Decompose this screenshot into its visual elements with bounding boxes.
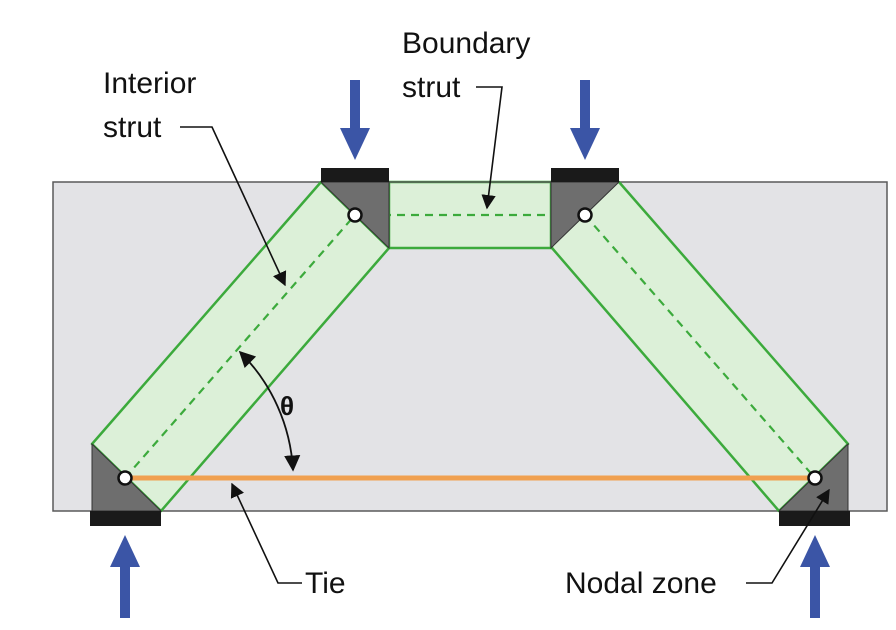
reaction-arrow-left-icon	[110, 535, 140, 618]
tie-leader	[230, 482, 302, 584]
bearing-plate-bottom-left	[90, 511, 161, 526]
nodal-zone-label: Nodal zone	[565, 567, 717, 600]
interior-strut-left-centerline	[124, 214, 356, 479]
node-top-left-icon	[347, 207, 363, 223]
bearing-plate-top-left	[321, 168, 389, 182]
node-bottom-right-icon	[807, 470, 823, 486]
bearing-plate-bottom-right	[779, 511, 850, 526]
bearing-plate-top-right	[551, 168, 619, 182]
interior-strut-label-line1: Interior	[103, 67, 196, 100]
boundary-strut-leader	[476, 86, 503, 210]
node-bottom-left-icon	[117, 470, 133, 486]
tie-label: Tie	[305, 567, 346, 600]
boundary-strut-label-line1: Boundary	[402, 27, 530, 60]
interior-strut-leader	[180, 126, 287, 287]
load-arrow-left-icon	[340, 80, 370, 160]
node-top-right-icon	[577, 207, 593, 223]
interior-strut-right-centerline	[584, 214, 816, 479]
reaction-arrow-right-icon	[800, 535, 830, 618]
load-arrow-right-icon	[570, 80, 600, 160]
interior-strut-label-line2: strut	[103, 111, 162, 144]
angle-arc	[238, 350, 301, 472]
angle-label: θ	[280, 391, 294, 421]
boundary-strut-label-line2: strut	[402, 71, 461, 104]
nodal-zone-leader	[746, 488, 830, 584]
